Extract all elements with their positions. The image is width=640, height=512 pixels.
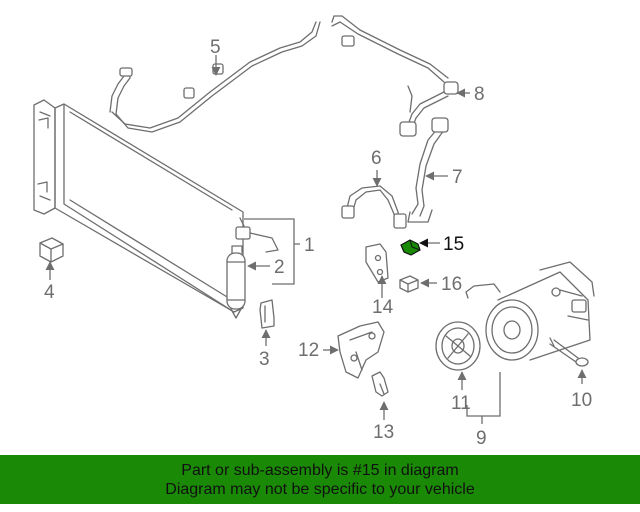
callout-3: 3 <box>259 349 270 370</box>
condenser-part <box>33 99 279 313</box>
callout-11: 11 <box>451 393 471 414</box>
clutch-part-11 <box>435 321 481 371</box>
bracket-part-12 <box>337 321 385 379</box>
banner-line-2: Diagram may not be specific to your vehi… <box>165 480 475 498</box>
callout-9: 9 <box>476 428 487 449</box>
bolt-part-13 <box>371 371 389 397</box>
callout-8: 8 <box>474 84 485 105</box>
pipe-part-6 <box>341 185 407 229</box>
receiver-drier-part <box>226 245 246 319</box>
callout-12: 12 <box>298 340 319 361</box>
parts-diagram: 1 2 3 4 5 6 7 8 9 10 11 12 13 14 15 16 <box>33 15 595 449</box>
compressor-part-9 <box>465 261 595 361</box>
callout-7: 7 <box>452 167 463 188</box>
hose-part-7 <box>407 117 449 223</box>
bolt-part-16 <box>399 275 419 293</box>
callout-14: 14 <box>372 297 394 318</box>
callout-16: 16 <box>441 274 462 295</box>
pipe-part-5 <box>109 21 321 133</box>
info-banner: Part or sub-assembly is #15 in diagram D… <box>0 455 640 504</box>
banner-line-1: Part or sub-assembly is #15 in diagram <box>181 461 459 479</box>
callout-15: 15 <box>443 234 464 255</box>
callout-6: 6 <box>371 148 382 169</box>
callout-5: 5 <box>210 37 221 58</box>
bolt-part-10 <box>549 337 589 367</box>
seal-part-4 <box>39 237 64 263</box>
callout-4: 4 <box>44 282 55 303</box>
bolt-part-15 <box>400 239 421 256</box>
bracket-part-3 <box>259 299 275 329</box>
bracket-part-14 <box>365 243 389 283</box>
callout-13: 13 <box>373 422 394 443</box>
callout-2: 2 <box>274 257 285 278</box>
callout-1: 1 <box>304 235 315 256</box>
leader-lines <box>45 55 587 424</box>
hose-part-8 <box>331 15 459 137</box>
callout-10: 10 <box>571 390 592 411</box>
